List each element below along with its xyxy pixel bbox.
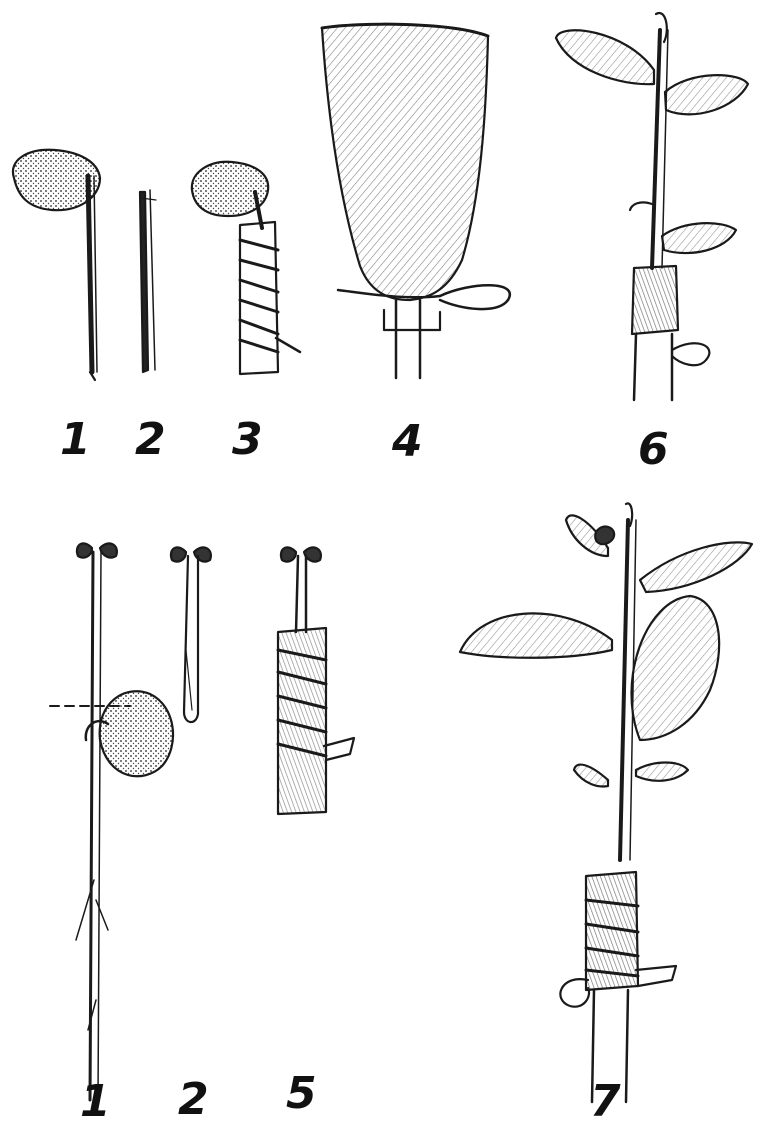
top-fig-1-germinated-seed xyxy=(13,150,100,380)
bottom-label-2: 2 xyxy=(178,1078,209,1122)
bottom-fig-5-wrapped-graft xyxy=(278,547,354,814)
bottom-fig-7-grafted-plant xyxy=(460,503,752,1102)
top-fig-2-root-piece xyxy=(140,190,156,372)
top-label-6: 6 xyxy=(638,428,669,472)
top-fig-3-wrapped-graft xyxy=(192,162,300,374)
top-fig-6-growing-shoot xyxy=(556,13,748,400)
top-label-1: 1 xyxy=(60,418,91,462)
top-label-3: 3 xyxy=(232,418,263,462)
bottom-fig-1-seedling xyxy=(50,543,173,1100)
bottom-label-7: 7 xyxy=(590,1080,621,1124)
top-label-2: 2 xyxy=(135,418,166,462)
bottom-label-1: 1 xyxy=(80,1080,111,1124)
top-label-4: 4 xyxy=(392,420,423,464)
top-fig-4-bag-cover xyxy=(322,24,510,378)
bottom-label-5: 5 xyxy=(286,1072,317,1116)
bottom-fig-2-scion xyxy=(171,547,211,722)
